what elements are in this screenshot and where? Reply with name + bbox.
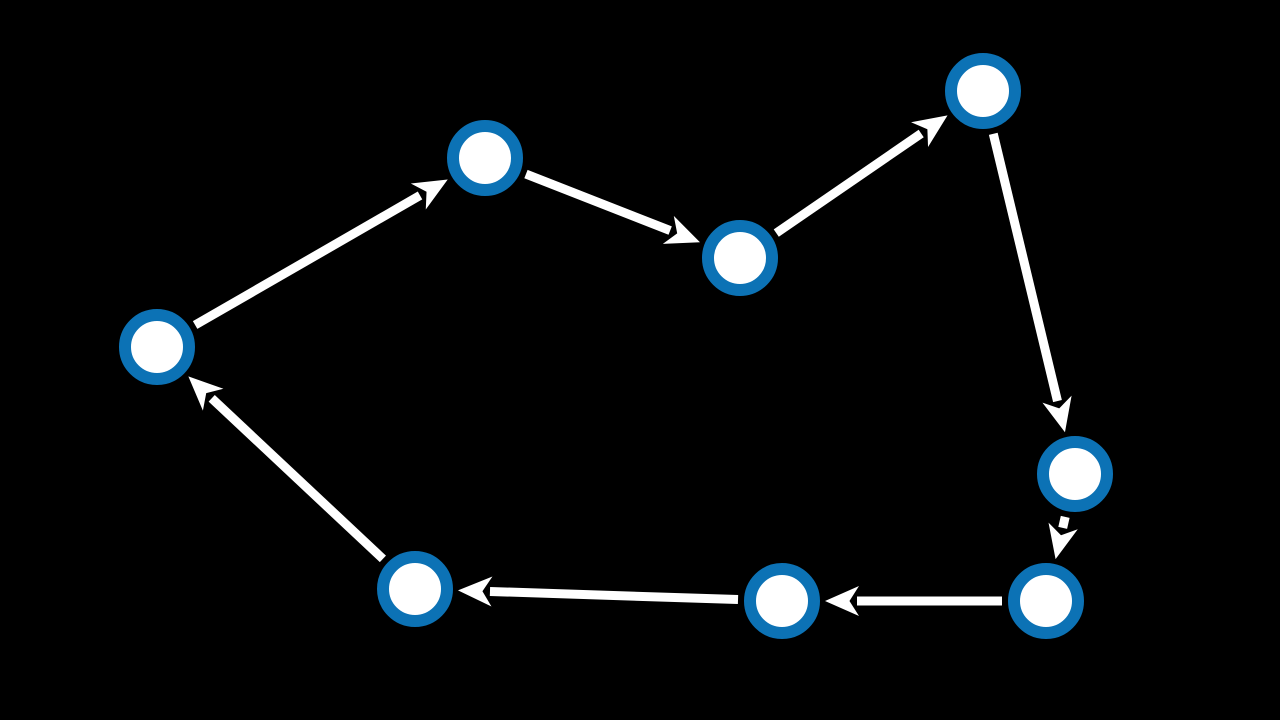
arrowhead-icon — [1042, 395, 1072, 433]
graph-edge[interactable] — [524, 169, 700, 244]
graph-node[interactable] — [744, 563, 820, 639]
arrowhead-icon — [825, 586, 859, 616]
nodes-layer — [119, 53, 1113, 639]
graph-node[interactable] — [1008, 563, 1084, 639]
graph-edge[interactable] — [192, 179, 448, 329]
arrowhead-icon — [188, 376, 224, 411]
graph-edge[interactable] — [188, 376, 386, 563]
graph-node[interactable] — [702, 220, 778, 296]
edges-layer — [188, 115, 1078, 616]
edge-shaft — [489, 586, 739, 605]
graph-node[interactable] — [1037, 436, 1113, 512]
graph-edge[interactable] — [988, 132, 1072, 433]
graph-edge[interactable] — [457, 576, 739, 607]
edge-shaft — [208, 395, 386, 563]
node-circle — [119, 309, 195, 385]
node-circle — [1037, 436, 1113, 512]
node-circle — [945, 53, 1021, 129]
graph-node[interactable] — [945, 53, 1021, 129]
arrowhead-icon — [911, 115, 948, 147]
node-circle — [744, 563, 820, 639]
graph-node[interactable] — [447, 120, 523, 196]
node-circle — [377, 551, 453, 627]
graph-edge[interactable] — [1048, 515, 1078, 560]
edge-shaft — [1058, 515, 1070, 529]
arrowhead-icon — [410, 179, 448, 210]
graph-edge[interactable] — [773, 115, 948, 237]
graph-node[interactable] — [377, 551, 453, 627]
node-circle — [447, 120, 523, 196]
node-circle — [702, 220, 778, 296]
edge-shaft — [773, 129, 924, 237]
edge-shaft — [524, 169, 672, 235]
arrowhead-icon — [662, 215, 700, 244]
arrowhead-icon — [457, 576, 493, 607]
arrowhead-icon — [1048, 522, 1078, 560]
graph-edge[interactable] — [825, 586, 1002, 616]
edge-shaft — [988, 132, 1062, 403]
node-circle — [1008, 563, 1084, 639]
edge-shaft — [192, 191, 423, 329]
graph-node[interactable] — [119, 309, 195, 385]
